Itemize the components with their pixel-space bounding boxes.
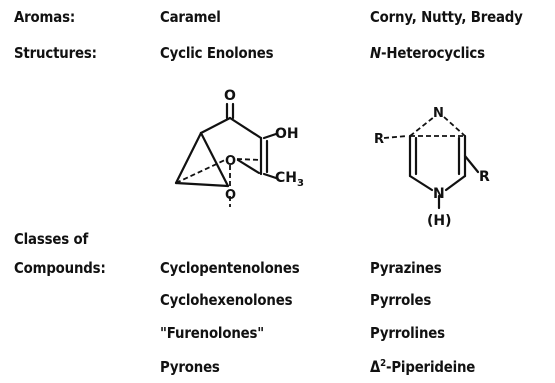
ring-oxygen-1: O xyxy=(225,154,236,169)
n-prefix: N xyxy=(370,44,381,62)
corny-structure-class: N-Heterocyclics xyxy=(370,44,485,62)
methyl-group: CH3 xyxy=(275,170,304,189)
caramel-structure-class: Cyclic Enolones xyxy=(160,44,274,62)
right-r-group: R xyxy=(479,169,490,185)
compound-pyrrolines: Pyrrolines xyxy=(370,324,445,342)
caramel-aroma: Caramel xyxy=(160,8,221,26)
compound-pyrroles: Pyrroles xyxy=(370,291,432,309)
compounds-label: Compounds: xyxy=(14,259,106,277)
heterocyclics-text: -Heterocyclics xyxy=(380,44,485,62)
compound-cyclopentenolones: Cyclopentenolones xyxy=(160,259,300,277)
structures-label: Structures: xyxy=(14,44,97,62)
compound-piperideine: Δ2-Piperideine xyxy=(370,358,475,376)
hydroxyl-group: OH xyxy=(275,126,299,142)
delta-superscript: 2 xyxy=(380,357,386,369)
compound-pyrazines: Pyrazines xyxy=(370,259,442,277)
carbonyl-o: O xyxy=(224,88,236,104)
compound-cyclohexenolones: Cyclohexenolones xyxy=(160,291,293,309)
top-nitrogen: N xyxy=(433,106,444,121)
delta-symbol: Δ xyxy=(370,358,381,376)
methyl-ch: CH xyxy=(275,170,297,186)
compound-pyrones: Pyrones xyxy=(160,358,220,376)
methyl-subscript: 3 xyxy=(297,178,304,189)
piperideine-text: -Piperideine xyxy=(385,358,476,376)
compound-furenolones: "Furenolones" xyxy=(160,324,265,342)
aromas-label: Aromas: xyxy=(14,8,76,26)
left-r-group: R xyxy=(374,132,384,147)
corny-aroma: Corny, Nutty, Bready xyxy=(370,8,523,26)
nh-hydrogen: (H) xyxy=(427,213,452,229)
bottom-nitrogen: N xyxy=(433,186,445,202)
ring-oxygen-2: O xyxy=(225,188,236,203)
classes-label: Classes of xyxy=(14,230,89,248)
